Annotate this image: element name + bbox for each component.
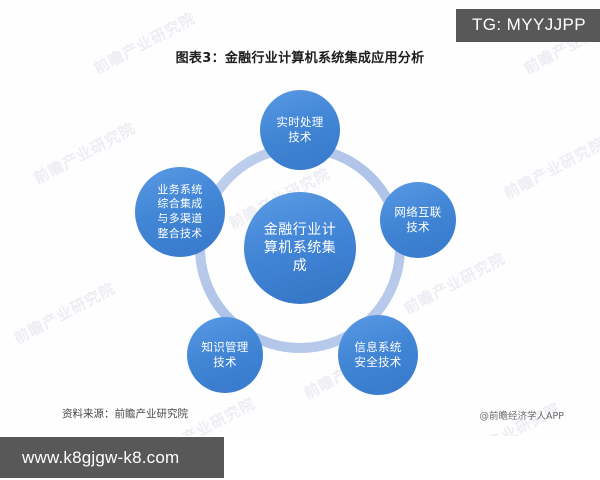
url-banner: www.k8gjgw-k8.com bbox=[0, 437, 224, 478]
node-circle-business[interactable] bbox=[135, 167, 225, 257]
node-circle-security[interactable] bbox=[338, 315, 418, 395]
node-circle-knowledge[interactable] bbox=[187, 317, 263, 393]
url-banner-area: www.k8gjgw-k8.com bbox=[0, 436, 600, 480]
hub-and-spoke-diagram bbox=[135, 90, 456, 395]
node-circle-center[interactable] bbox=[244, 192, 356, 304]
figure-canvas: 前瞻产业研究院 前瞻产业研究院 前瞻产业研究院 前瞻产业研究院 前瞻产业研究院 … bbox=[10, 9, 600, 436]
source-note: 资料来源：前瞻产业研究院 bbox=[62, 408, 188, 420]
chart-title: 图表3：金融行业计算机系统集成应用分析 bbox=[175, 51, 425, 66]
app-credit-watermark: @前瞻经济学人APP bbox=[479, 411, 564, 422]
node-circle-realtime[interactable] bbox=[260, 90, 340, 170]
node-circle-network[interactable] bbox=[380, 182, 456, 258]
tg-badge: TG: MYYJJPP bbox=[456, 9, 600, 42]
